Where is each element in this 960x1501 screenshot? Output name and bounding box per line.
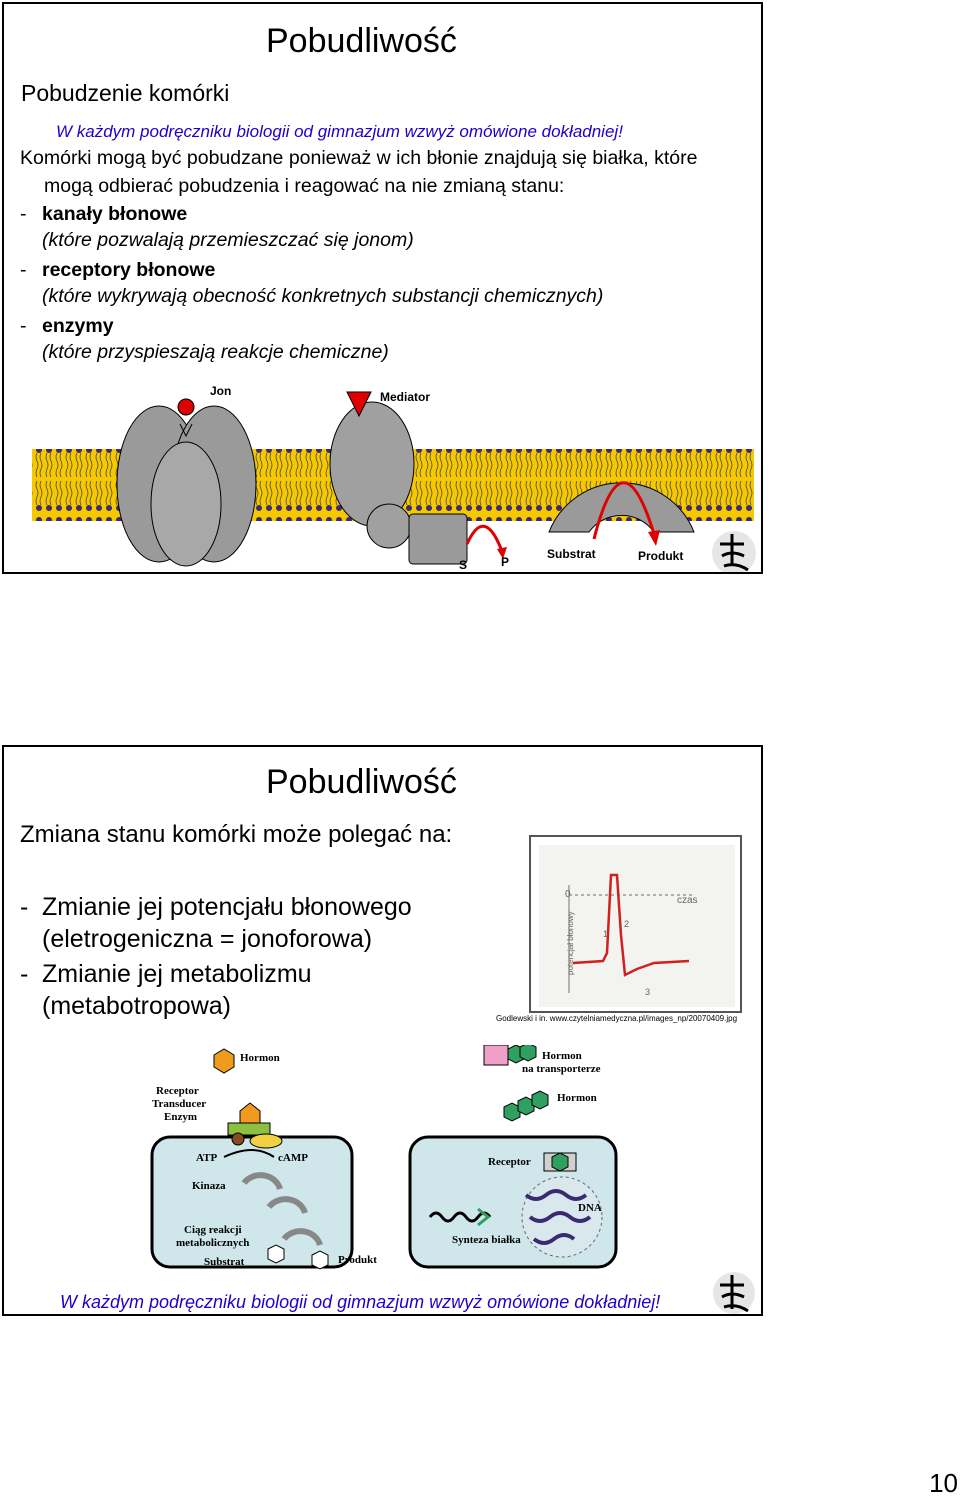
ion-icon — [177, 398, 195, 416]
label-chain-1: Ciąg reakcji — [184, 1224, 242, 1236]
graph-y-label: potencjał błonowy — [566, 911, 575, 975]
point-membrane-potential-type: (eletrogeniczna = jonoforowa) — [42, 925, 373, 953]
label-kinase: Kinaza — [192, 1180, 226, 1192]
graph-time-label: czas — [677, 895, 698, 906]
label-receptor: Receptor — [156, 1085, 199, 1097]
slide-2: Pobudliwość Zmiana stanu komórki może po… — [2, 745, 763, 1316]
enzyme — [548, 482, 695, 533]
point-metabolism-type: (metabotropowa) — [42, 992, 231, 1020]
protein-chain — [428, 1211, 492, 1223]
label-hormone-transport-1: Hormon — [542, 1050, 582, 1062]
item-channels-desc: (które pozwalają przemieszczać się jonom… — [42, 229, 414, 251]
potential-curve — [572, 873, 690, 977]
label-substrate: Substrat — [547, 547, 596, 561]
item-channels: kanały błonowe — [42, 203, 188, 225]
slide-1: Pobudliwość Pobudzenie komórki W każdym … — [2, 2, 763, 574]
substrate-icon — [267, 1244, 285, 1264]
item-enzymes-desc: (które przyspieszają reakcje chemiczne) — [42, 341, 389, 363]
label-transducer: Transducer — [152, 1098, 206, 1110]
hormone-icon — [213, 1048, 235, 1074]
mediator-icon — [346, 391, 372, 418]
bullet-dash: - — [20, 960, 29, 988]
bullet-dash: - — [20, 203, 27, 225]
label-product: Produkt — [338, 1254, 377, 1266]
transducer-icon — [231, 1132, 245, 1146]
label-hormone: Hormon — [557, 1092, 597, 1104]
slide-title: Pobudliwość — [266, 22, 457, 60]
action-potential-graph: 0 czas potencjał błonowy 1 2 3 — [529, 835, 742, 1013]
label-s: S — [459, 558, 467, 572]
label-receptor: Receptor — [488, 1156, 531, 1168]
slide-subtitle: Zmiana stanu komórki może polegać na: — [20, 821, 453, 848]
bullet-dash: - — [20, 893, 29, 921]
membrane-diagram: Jon Mediator S P Substrat Produkt — [32, 384, 756, 572]
label-substrate: Substrat — [204, 1256, 245, 1268]
intro-line-1: Komórki mogą być pobudzane ponieważ w ic… — [20, 147, 698, 169]
signaling-illustration: Hormon Receptor Transducer Enzym ATP cAM… — [150, 1045, 618, 1270]
label-hormone-transport-2: na transporterze — [522, 1063, 601, 1075]
item-enzymes: enzymy — [42, 315, 114, 337]
enzyme-arrow — [592, 481, 656, 540]
product-icon — [311, 1250, 329, 1270]
label-enzyme: Enzym — [164, 1111, 197, 1123]
label-dna: DNA — [578, 1202, 602, 1214]
reference-note: W każdym podręczniku biologii od gimnazj… — [60, 1292, 661, 1312]
intro-line-2: mogą odbierać pobudzenia i reagować na n… — [44, 175, 565, 197]
label-product: Produkt — [638, 549, 683, 563]
label-mediator: Mediator — [380, 390, 430, 404]
item-receptors: receptory błonowe — [42, 259, 216, 281]
point-metabolism: Zmianie jej metabolizmu — [42, 960, 312, 988]
reaction-arrow — [465, 524, 505, 555]
label-chain-2: metabolicznych — [176, 1237, 249, 1249]
ion-channel — [116, 405, 257, 567]
label-hormone: Hormon — [240, 1052, 280, 1064]
graph-credit: Godlewski i in. www.czytelniamedyczna.pl… — [496, 1014, 738, 1023]
point-membrane-potential: Zmianie jej potencjału błonowego — [42, 893, 412, 921]
phase-2-label: 2 — [624, 919, 629, 929]
label-camp: cAMP — [278, 1152, 308, 1164]
free-hormone-icon — [503, 1102, 521, 1122]
phase-3-label: 3 — [645, 987, 650, 997]
logo — [713, 1272, 755, 1314]
dna-strands — [524, 1189, 592, 1245]
reference-note: W każdym podręczniku biologii od gimnazj… — [56, 122, 623, 141]
bullet-dash: - — [20, 259, 27, 281]
enzyme-icon — [249, 1133, 283, 1149]
label-ion: Jon — [210, 384, 231, 398]
label-synthesis: Synteza białka — [452, 1234, 521, 1246]
bullet-dash: - — [20, 315, 27, 337]
bound-hormone-icon — [239, 1102, 261, 1124]
receptor-block — [227, 1122, 271, 1136]
transporter-icon — [483, 1045, 509, 1066]
page-number: 10 — [929, 1468, 958, 1498]
label-atp: ATP — [196, 1152, 217, 1164]
slide-subtitle: Pobudzenie komórki — [21, 80, 230, 106]
phase-1-label: 1 — [603, 929, 608, 939]
receptor — [329, 401, 468, 565]
logo — [712, 531, 756, 572]
slide-title: Pobudliwość — [266, 763, 457, 801]
label-p: P — [501, 555, 509, 569]
graph-zero-label: 0 — [565, 889, 571, 900]
item-receptors-desc: (które wykrywają obecność konkretnych su… — [42, 285, 604, 307]
